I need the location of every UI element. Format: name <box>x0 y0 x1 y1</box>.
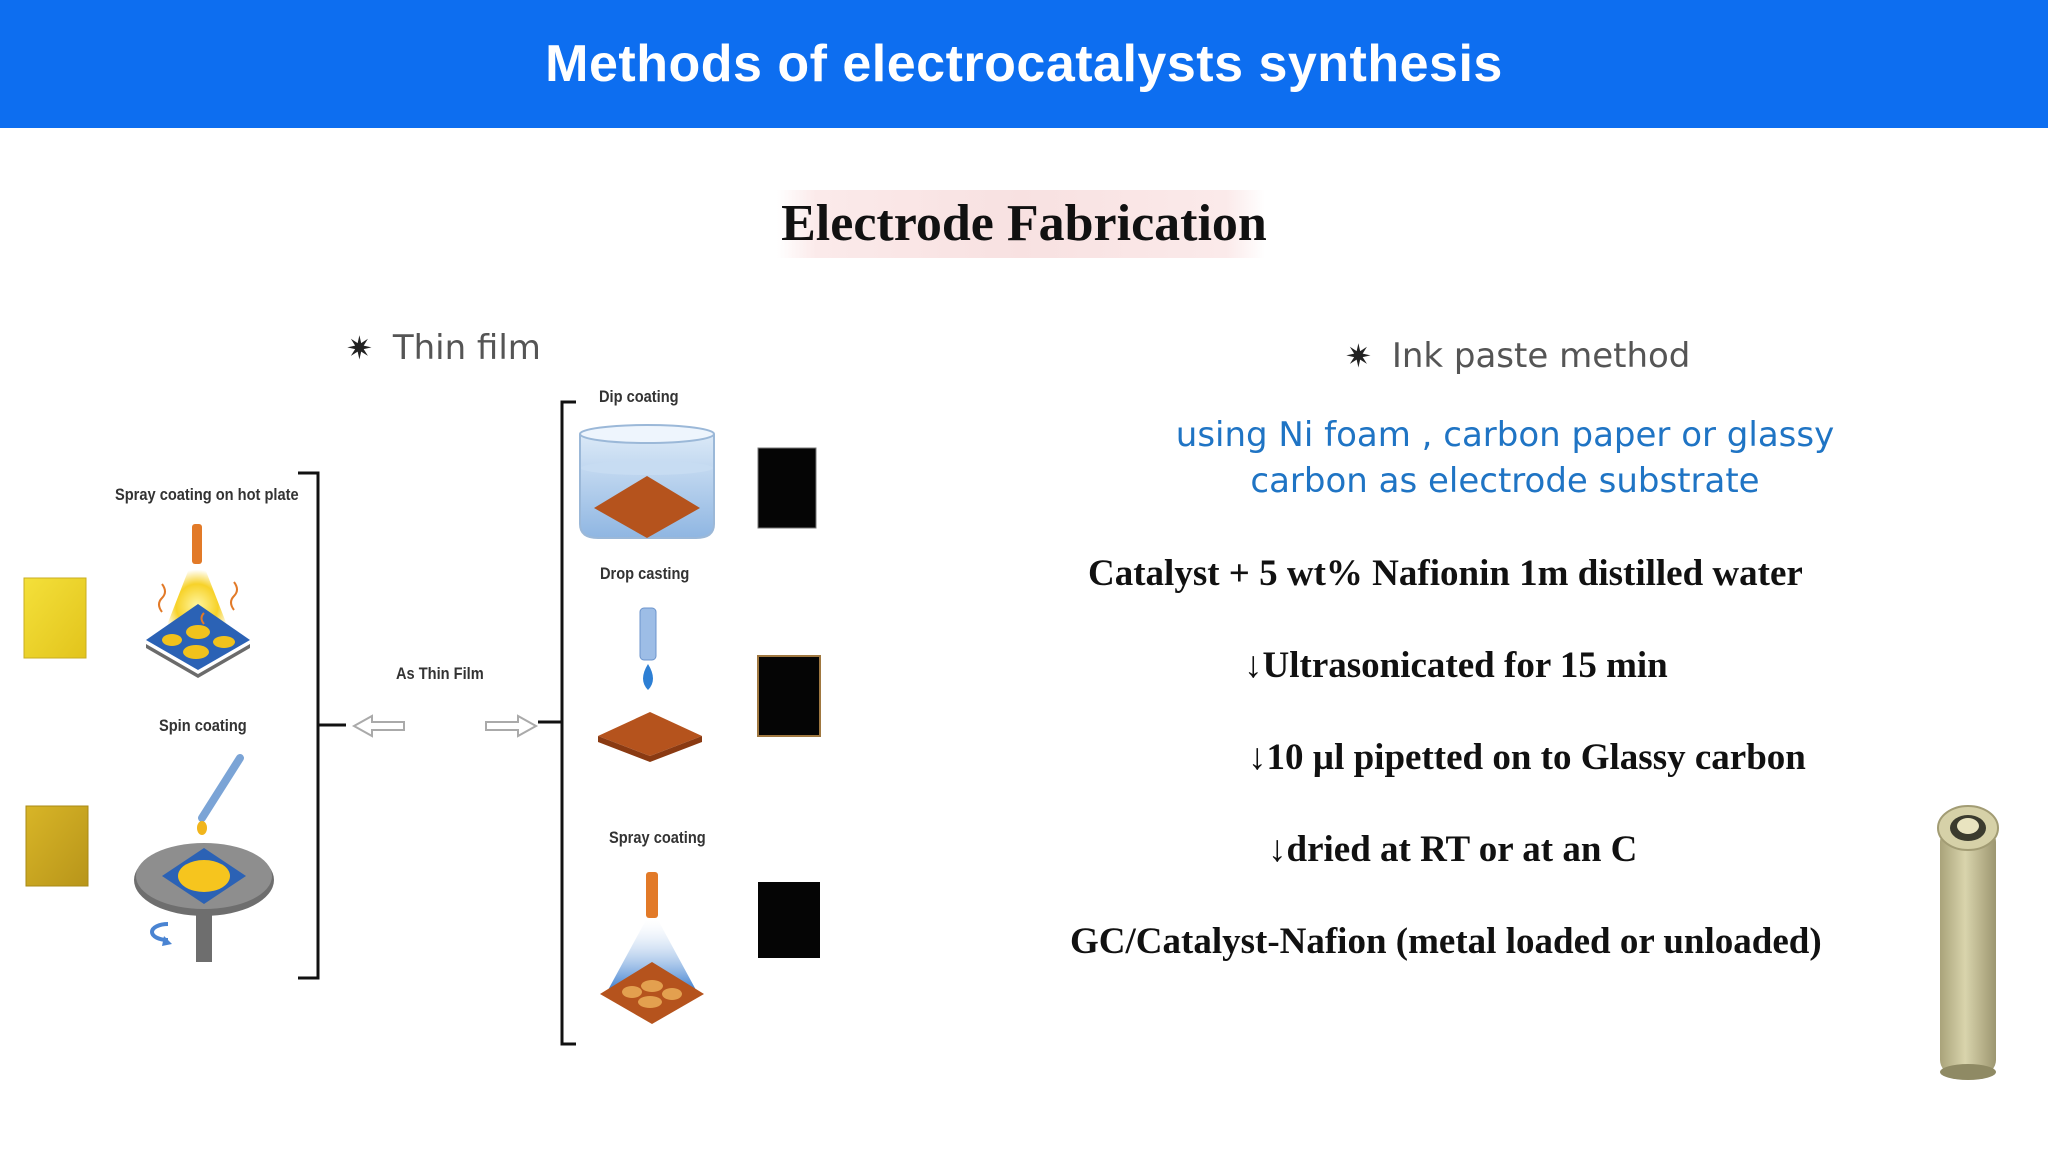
section-subtitle: Electrode Fabrication <box>781 195 1267 252</box>
label-drop-casting: Drop casting <box>600 564 690 583</box>
substrate-note-line1: using Ni foam , carbon paper or glassy <box>1175 415 1835 455</box>
gold-film-sample <box>25 805 89 887</box>
arrow-left-icon <box>351 714 405 738</box>
spin-coating-illustration <box>134 754 274 962</box>
step-1: Catalyst + 5 wt% Nafionin 1m distilled w… <box>1088 553 1803 594</box>
substrate-note: using Ni foam , carbon paper or glassy c… <box>1150 412 1860 504</box>
step-5: GC/Catalyst-Nafion (metal loaded or unlo… <box>1070 921 1822 962</box>
thin-film-heading-text: Thin film <box>392 328 541 368</box>
label-as-thin-film: As Thin Film <box>396 664 484 683</box>
step-3: ↓10 µl pipetted on to Glassy carbon <box>1248 737 1806 778</box>
subtitle-highlight <box>777 190 1265 258</box>
dip-coating-illustration <box>579 424 715 539</box>
black-film-sample <box>757 655 821 737</box>
step-2: ↓Ultrasonicated for 15 min <box>1244 645 1668 686</box>
arrow-right-icon <box>485 714 539 738</box>
left-bracket <box>298 471 346 980</box>
right-bracket <box>538 400 576 1046</box>
label-spray-hot-plate: Spray coating on hot plate <box>115 485 299 504</box>
star-bullet-icon: ✷ <box>1345 337 1372 375</box>
glassy-carbon-electrode-icon <box>1937 805 1999 1080</box>
yellow-film-sample <box>23 577 87 659</box>
label-dip-coating: Dip coating <box>599 387 679 406</box>
black-film-sample <box>757 447 817 529</box>
label-spin-coating: Spin coating <box>159 716 247 735</box>
substrate-note-line2: carbon as electrode substrate <box>1250 461 1760 501</box>
thin-film-heading: ✷ Thin film <box>346 328 541 368</box>
label-spray-coating: Spray coating <box>609 828 706 847</box>
step-4: ↓dried at RT or at an C <box>1268 829 1638 870</box>
drop-casting-illustration <box>598 607 702 762</box>
ink-paste-heading: ✷ Ink paste method <box>1345 336 1690 376</box>
page-title: Methods of electrocatalysts synthesis <box>545 35 1503 93</box>
star-bullet-icon: ✷ <box>346 329 373 367</box>
title-bar: Methods of electrocatalysts synthesis <box>0 0 2048 128</box>
spray-coating-illustration <box>600 872 704 1024</box>
black-film-sample <box>758 882 820 958</box>
spray-hot-plate-illustration <box>146 524 250 678</box>
ink-paste-heading-text: Ink paste method <box>1391 336 1691 376</box>
